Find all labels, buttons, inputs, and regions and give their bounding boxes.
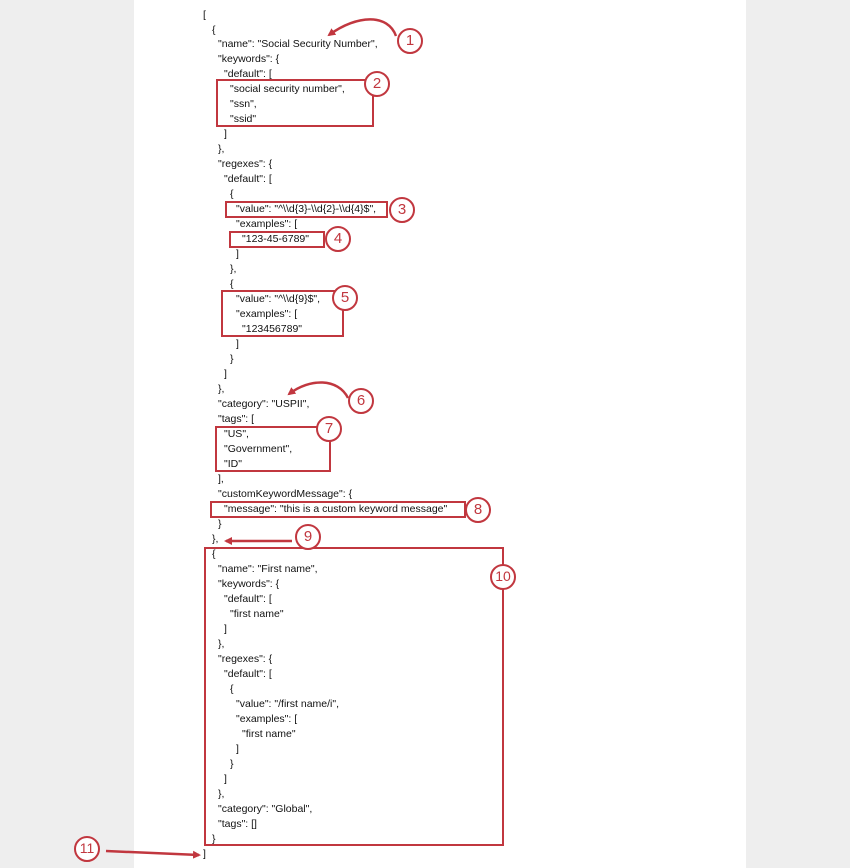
highlight-box-regex-value: [225, 201, 388, 218]
code-line: {: [212, 24, 216, 36]
document-page: [134, 0, 746, 868]
callout-badge-1: 1: [397, 28, 423, 54]
callout-badge-7: 7: [316, 416, 342, 442]
code-line: },: [230, 263, 237, 275]
code-line: "category": "USPII",: [218, 398, 310, 410]
code-line: "US",: [224, 428, 249, 440]
code-line: "name": "Social Security Number",: [218, 38, 378, 50]
code-line: "value": "^\\d{9}$",: [236, 293, 321, 305]
code-line: "examples": [: [236, 713, 298, 725]
code-line: "default": [: [224, 668, 272, 680]
code-line: [: [203, 9, 206, 21]
code-line: "tags": [: [218, 413, 255, 425]
code-line: "regexes": {: [218, 653, 273, 665]
code-line: "examples": [: [236, 218, 298, 230]
code-line: ],: [218, 473, 224, 485]
code-line: {: [230, 278, 234, 290]
code-line: ]: [224, 128, 227, 140]
code-line: ]: [224, 368, 227, 380]
code-line: },: [218, 788, 225, 800]
callout-badge-3: 3: [389, 197, 415, 223]
callout-badge-2: 2: [364, 71, 390, 97]
callout-badge-6: 6: [348, 388, 374, 414]
code-line: ]: [236, 248, 239, 260]
code-line: "social security number",: [230, 83, 345, 95]
code-line: "ssn",: [230, 98, 257, 110]
code-line: }: [218, 518, 222, 530]
callout-badge-10: 10: [490, 564, 516, 590]
highlight-box-example: [229, 231, 325, 248]
code-line: ]: [203, 848, 206, 860]
code-line: "ssid": [230, 113, 257, 125]
code-line: "keywords": {: [218, 53, 280, 65]
code-line: "first name": [230, 608, 284, 620]
code-line: {: [212, 548, 216, 560]
callout-badge-5: 5: [332, 285, 358, 311]
code-line: "regexes": {: [218, 158, 273, 170]
code-line: "value": "/first name/i",: [236, 698, 340, 710]
arrow-1: [327, 18, 398, 37]
code-line: ]: [236, 743, 239, 755]
code-line: },: [218, 383, 225, 395]
code-line: }: [212, 833, 216, 845]
code-line: "category": "Global",: [218, 803, 313, 815]
callout-badge-4: 4: [325, 226, 351, 252]
code-line: }: [230, 353, 234, 365]
code-line: },: [218, 638, 225, 650]
highlight-box-second-object: [204, 547, 504, 846]
code-line: "default": [: [224, 173, 272, 185]
code-line: ]: [224, 623, 227, 635]
code-line: "message": "this is a custom keyword mes…: [224, 503, 448, 515]
code-line: "customKeywordMessage": {: [218, 488, 353, 500]
arrow-6: [287, 381, 350, 399]
arrow-11: [105, 849, 201, 859]
code-line: "default": [: [224, 68, 272, 80]
code-line: {: [230, 188, 234, 200]
callout-badge-9: 9: [295, 524, 321, 550]
code-line: },: [218, 143, 225, 155]
code-line: "value": "^\\d{3}-\\d{2}-\\d{4}$",: [236, 203, 377, 215]
highlight-box-tags: [215, 426, 331, 472]
callout-badge-11: 11: [74, 836, 100, 862]
code-line: "keywords": {: [218, 578, 280, 590]
highlight-box-second-regex: [221, 290, 344, 337]
code-line: "123456789": [242, 323, 303, 335]
highlight-box-keywords: [216, 79, 374, 127]
code-line: },: [212, 533, 219, 545]
code-line: "first name": [242, 728, 296, 740]
code-line: "tags": []: [218, 818, 257, 830]
code-line: "default": [: [224, 593, 272, 605]
callout-badge-8: 8: [465, 497, 491, 523]
code-line: "name": "First name",: [218, 563, 318, 575]
code-line: "ID": [224, 458, 242, 470]
code-line: {: [230, 683, 234, 695]
code-line: ]: [224, 773, 227, 785]
code-line: "Government",: [224, 443, 293, 455]
code-line: "123-45-6789": [242, 233, 310, 245]
code-line: }: [230, 758, 234, 770]
code-line: "examples": [: [236, 308, 298, 320]
code-line: ]: [236, 338, 239, 350]
